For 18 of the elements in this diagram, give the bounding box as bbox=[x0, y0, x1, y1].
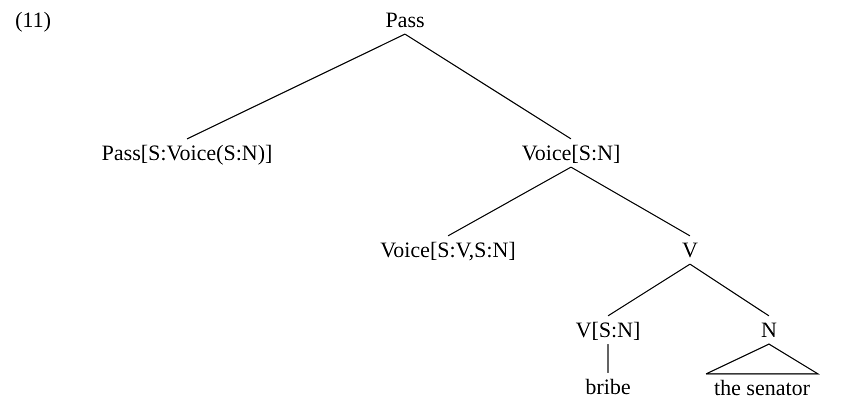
tree-node-label: Voice[S:N] bbox=[522, 140, 620, 166]
tree-node-label: V bbox=[682, 238, 698, 262]
example-number: (11) bbox=[15, 8, 51, 32]
tree-branch bbox=[186, 34, 406, 140]
tree-node-label: Voice[S:V,S:N] bbox=[380, 238, 516, 262]
tree-node-label: N bbox=[761, 318, 777, 342]
tree-branch bbox=[448, 166, 572, 236]
tree-branch bbox=[570, 166, 690, 236]
tree-branch bbox=[608, 264, 690, 316]
triangle-branch bbox=[705, 343, 820, 374]
tree-branch bbox=[404, 34, 572, 140]
tree-node-label: the senator bbox=[714, 376, 810, 400]
tree-node-label: bribe bbox=[585, 374, 631, 400]
tree-node-label: Pass[S:Voice(S:N)] bbox=[102, 140, 272, 166]
tree-branch bbox=[690, 264, 770, 316]
tree-node-label: Pass bbox=[385, 8, 425, 32]
tree-node-label: V[S:N] bbox=[576, 318, 640, 342]
tree-branch bbox=[607, 344, 609, 373]
